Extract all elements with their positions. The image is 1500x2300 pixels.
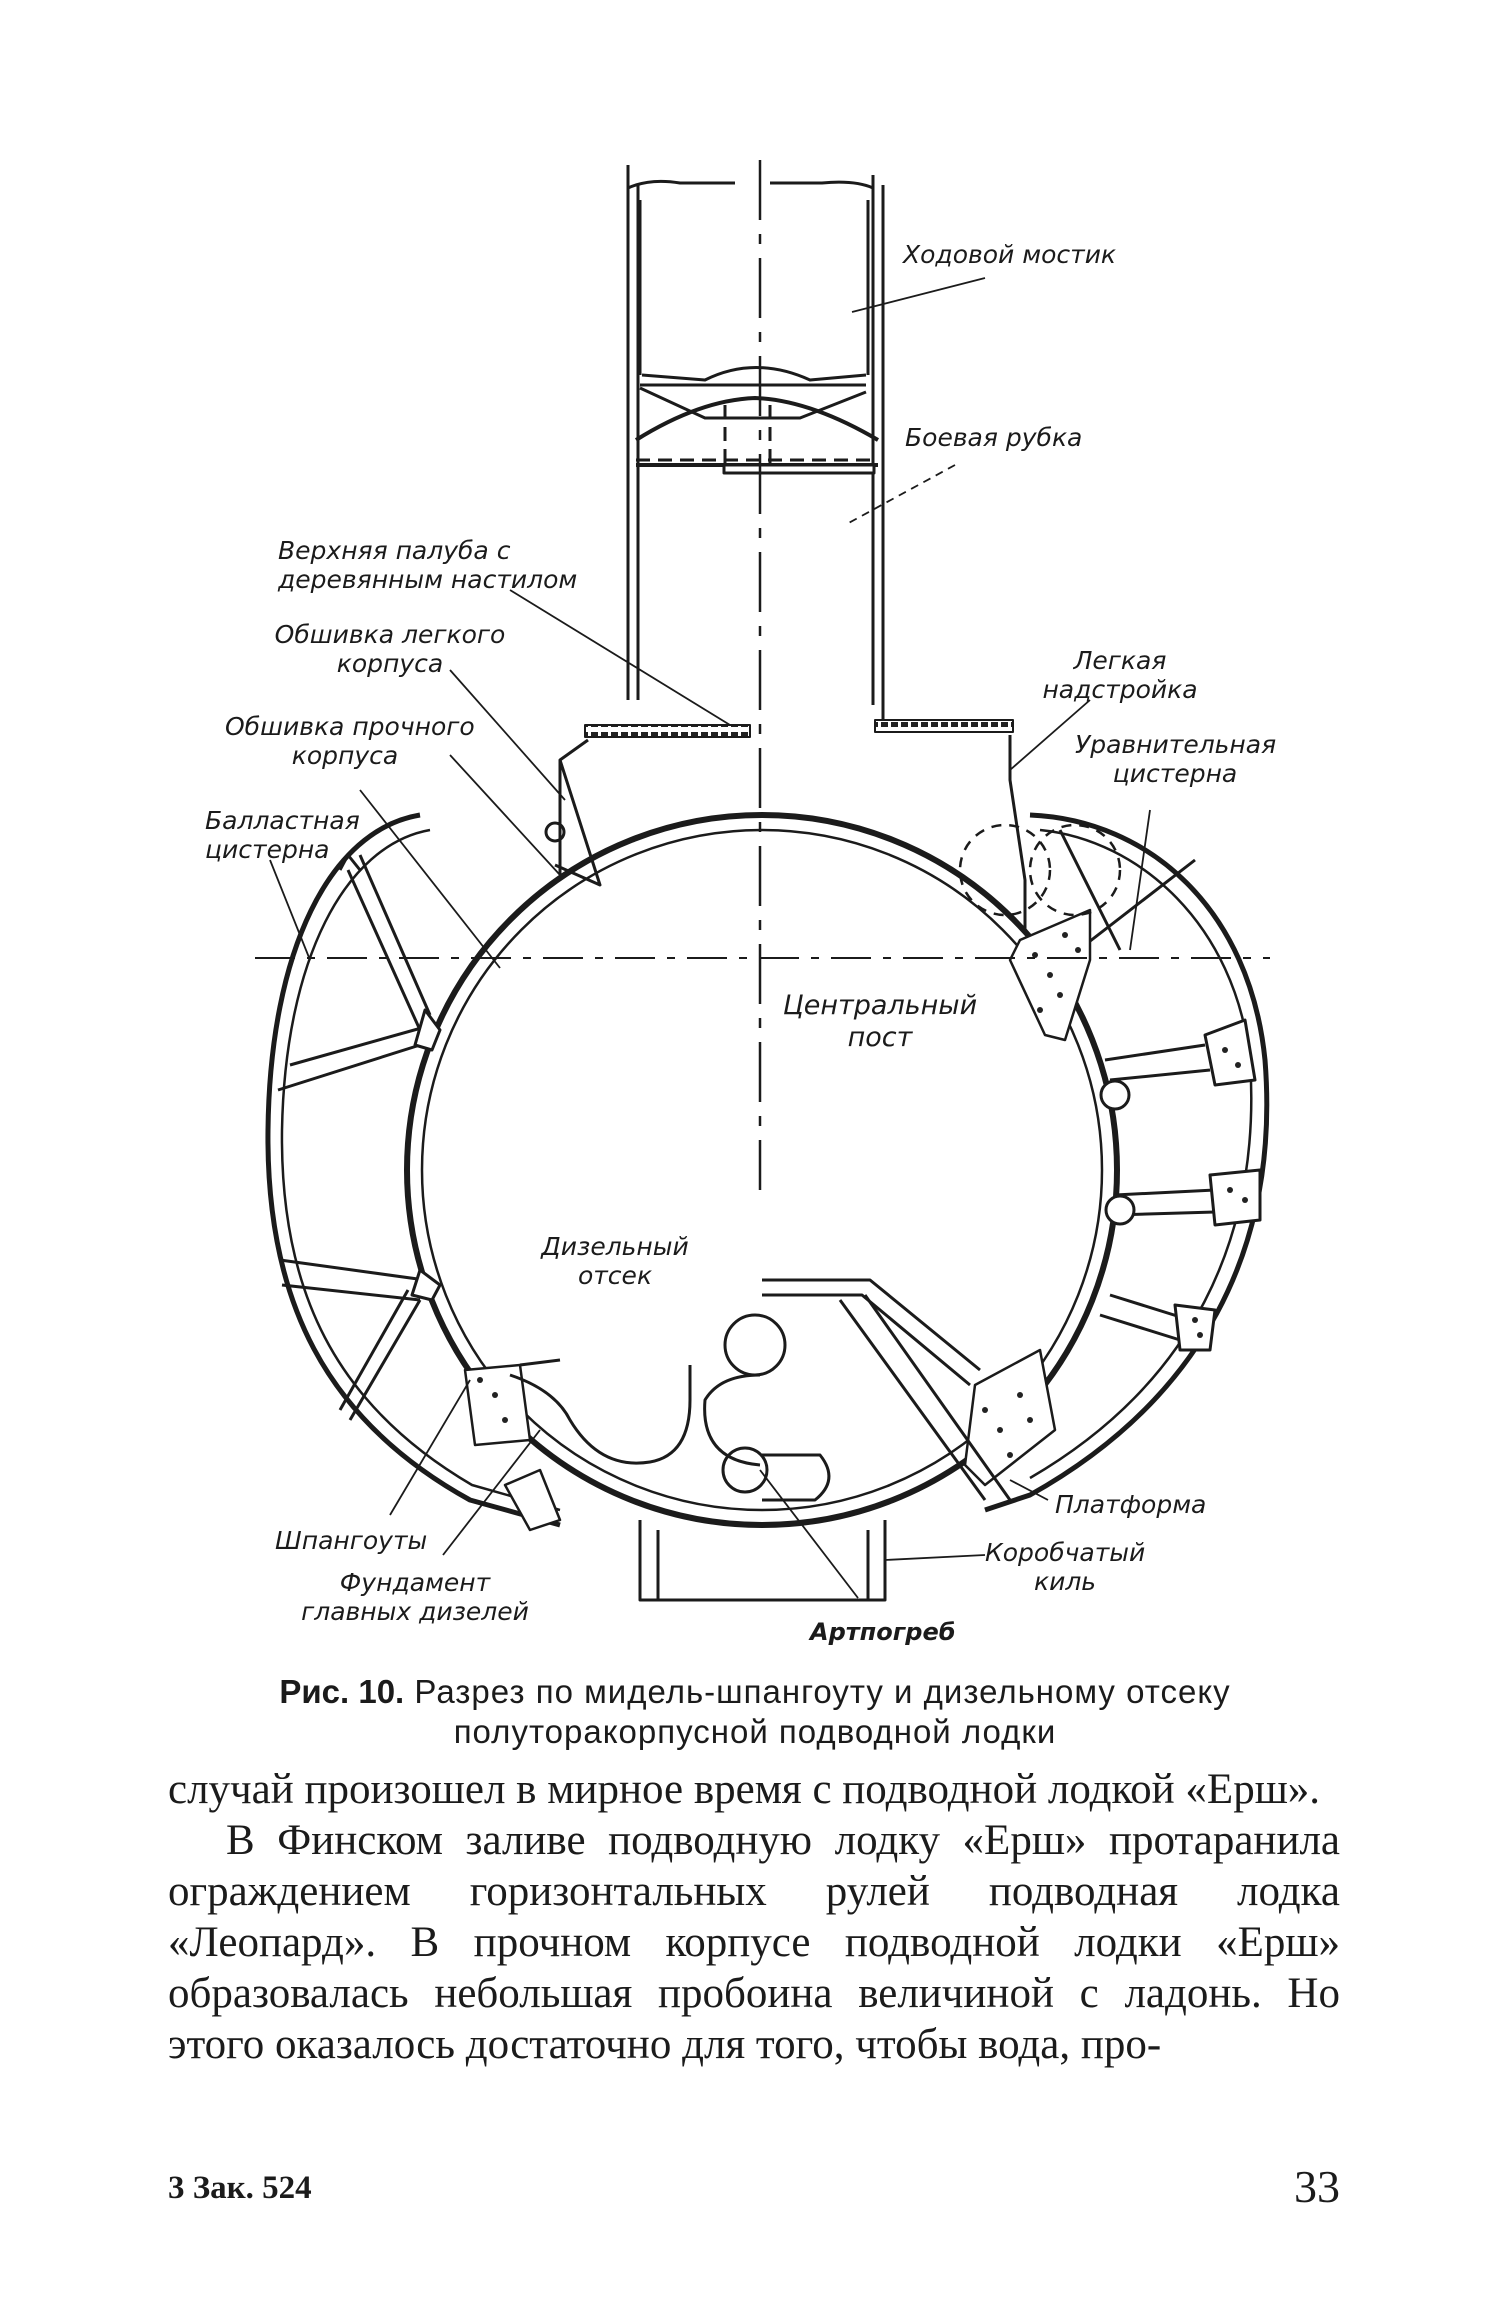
hull-cross-section-drawing — [255, 160, 1270, 1602]
label-frames: Шпангоуты — [275, 1526, 428, 1555]
paragraph: В Финском заливе подводную лодку «Ерш» п… — [168, 1817, 1340, 2068]
label-upper-deck: Верхняя палуба с деревянным настилом — [278, 536, 578, 594]
conning-tower-structure — [626, 160, 885, 1190]
trim-tank-circles — [958, 823, 1122, 917]
label-ballast-tank: Балластная цистерна — [205, 806, 360, 864]
page-number: 33 — [1294, 2161, 1340, 2212]
label-diesel-compartment: Дизельный отсек — [541, 1232, 689, 1290]
label-diesel-foundation: Фундамент главных дизелей — [301, 1568, 529, 1626]
label-pressure-hull-plating: Обшивка прочного корпуса — [225, 712, 475, 770]
body-text: случай произошел в мирное время с подвод… — [168, 1764, 1340, 2070]
caption-label: Рис. 10. — [279, 1673, 405, 1710]
page-footer: 3 Зак. 524 33 — [168, 2160, 1340, 2220]
frames-left — [277, 853, 442, 1421]
gusset-plates — [463, 908, 1092, 1532]
label-light-hull-plating: Обшивка легкого корпуса — [274, 620, 506, 678]
leader-lines — [269, 277, 1151, 1599]
figure-caption: Рис. 10. Разрез по мидель-шпангоуту и ди… — [210, 1672, 1300, 1752]
rivet-dots — [477, 932, 1248, 1458]
frames-right — [1050, 829, 1262, 1352]
label-trim-tank: Уравнительная цистерна — [1075, 730, 1277, 788]
diesel-foundations — [509, 1313, 787, 1467]
platform-and-magazine — [721, 1278, 1012, 1502]
label-conning-tower: Боевая рубка — [905, 423, 1083, 452]
print-signature: 3 Зак. 524 — [168, 2170, 312, 2206]
caption-text: Разрез по мидель-шпангоуту и дизельному … — [414, 1673, 1231, 1750]
label-bridge: Ходовой мостик — [903, 240, 1117, 269]
box-keel — [638, 1520, 887, 1602]
label-box-keel: Коробчатый киль — [985, 1538, 1146, 1596]
pressure-hull — [404, 812, 1120, 1528]
label-central-post: Центральный пост — [782, 990, 978, 1053]
label-magazine: Артпогреб — [810, 1618, 956, 1646]
figure: Ходовой мостик Боевая рубка Верхняя палу… — [205, 160, 1277, 1646]
label-light-superstructure: Легкая надстройка — [1042, 646, 1198, 704]
label-platform: Платформа — [1055, 1490, 1207, 1519]
paragraph: случай произошел в мирное время с подвод… — [168, 1766, 1321, 1813]
upper-deck — [544, 719, 1027, 930]
